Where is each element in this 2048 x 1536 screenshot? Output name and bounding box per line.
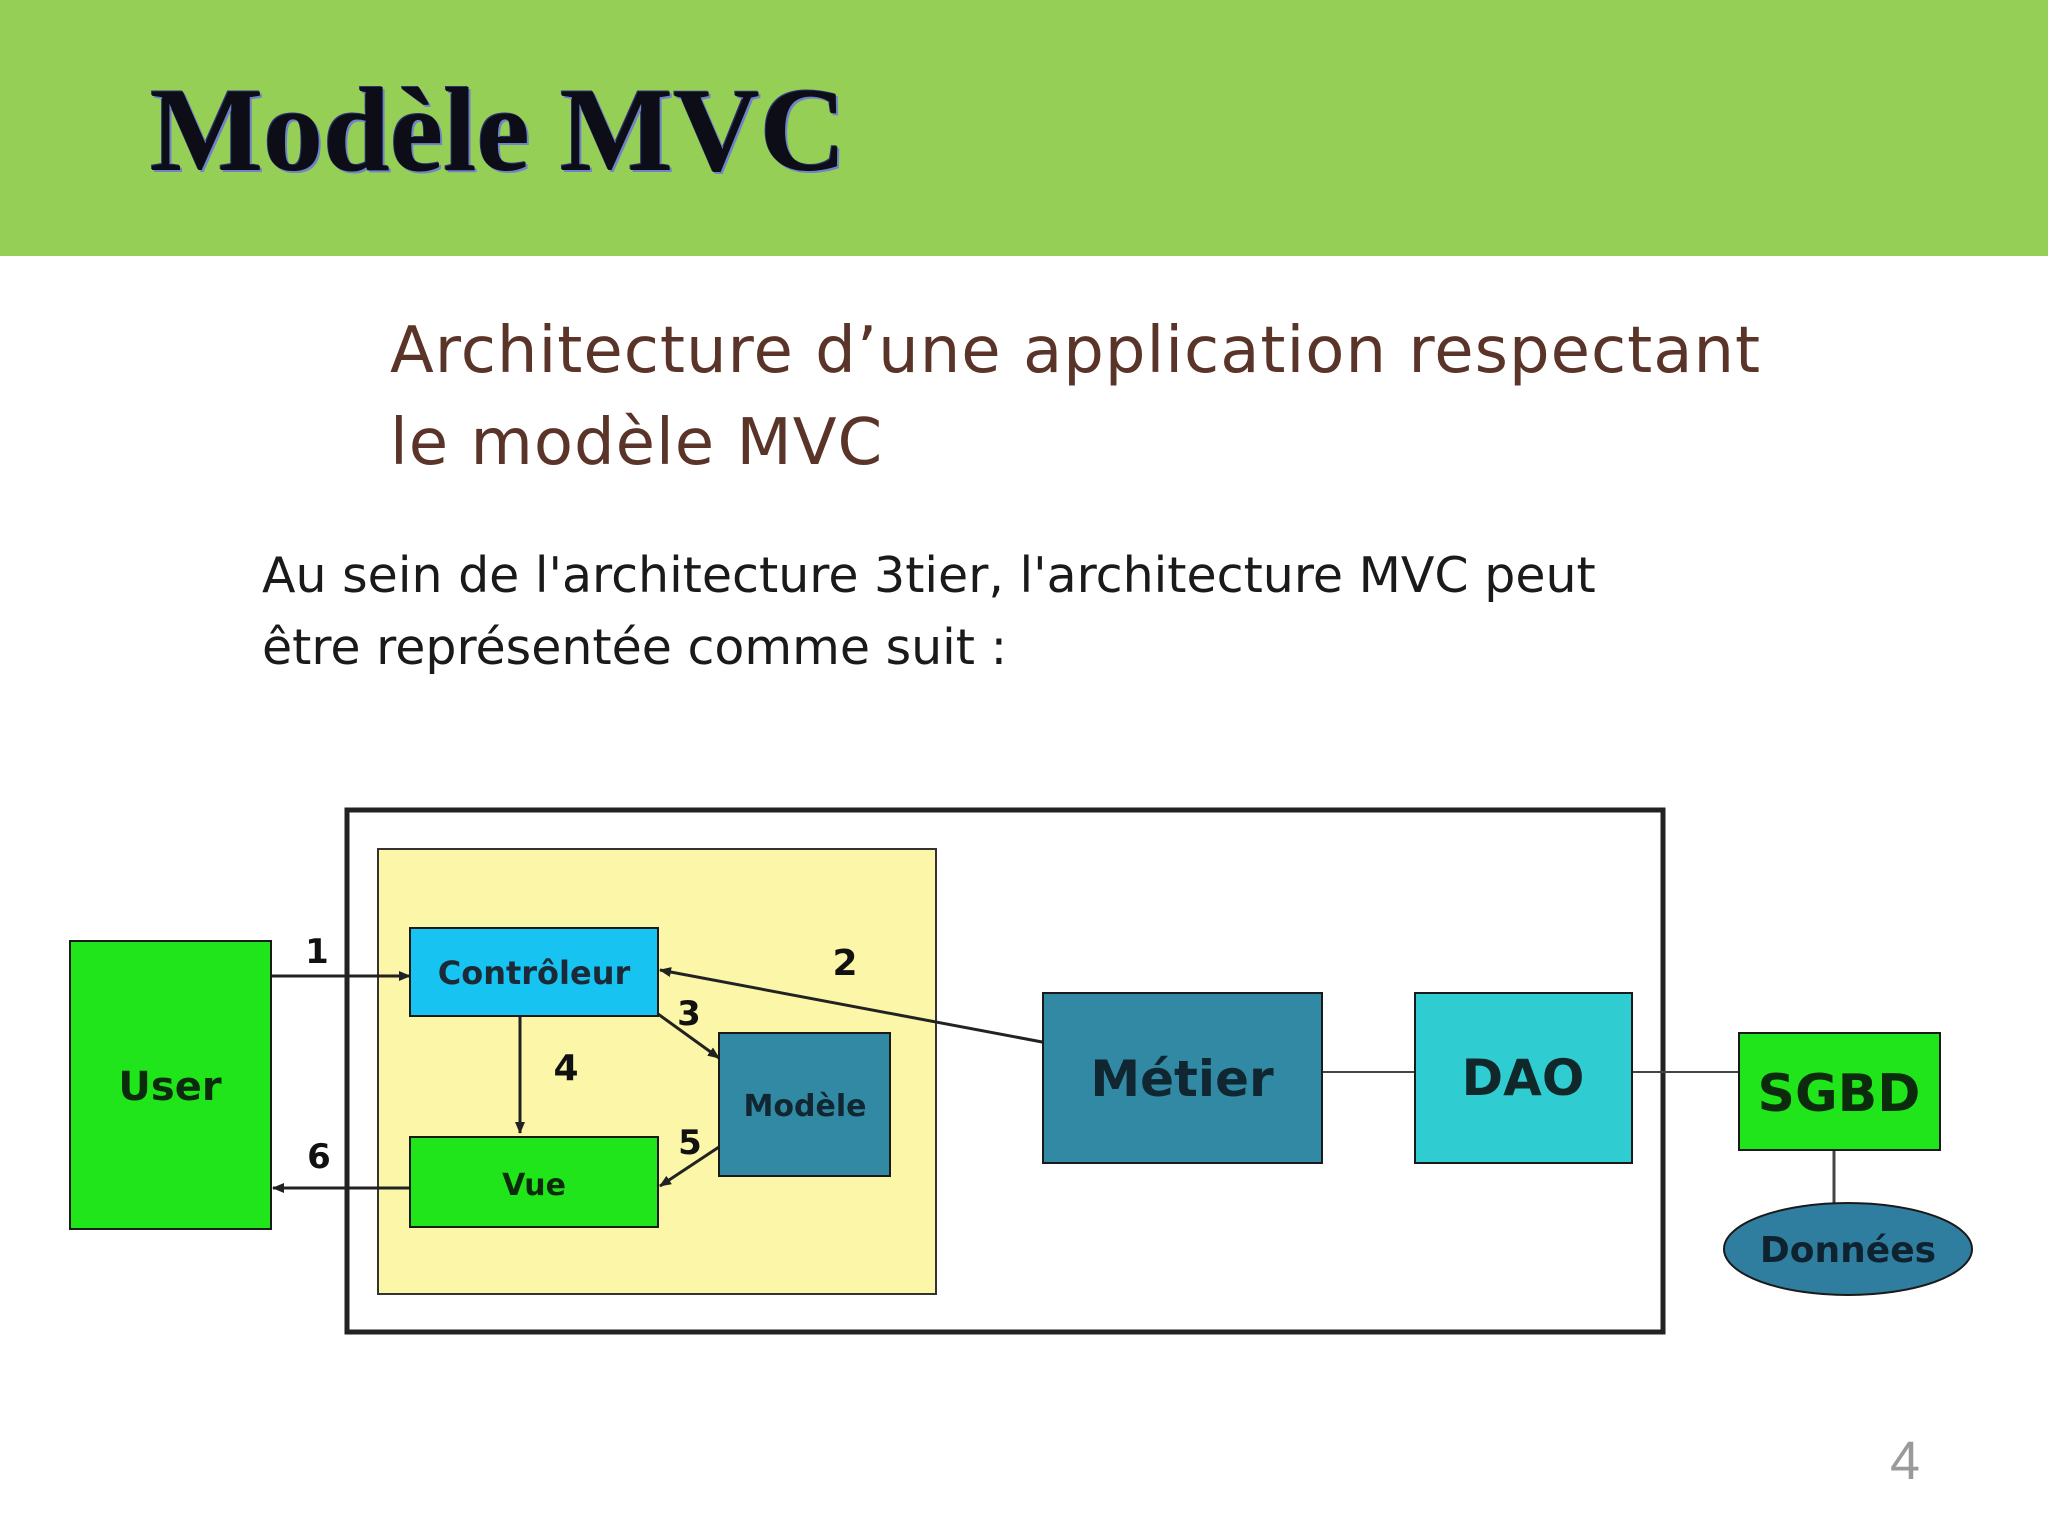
intro-line-1: Au sein de l'architecture 3tier, l'archi… — [262, 547, 1596, 604]
edge-label-5: 5 — [678, 1123, 702, 1163]
edge-label-4: 4 — [553, 1048, 578, 1089]
dao-label: DAO — [1462, 1049, 1585, 1107]
page-number: 4 — [1890, 1431, 1921, 1491]
slide-title: Modèle MVC — [150, 63, 847, 196]
edge-label-6: 6 — [307, 1137, 331, 1177]
arrow-2 — [659, 967, 1059, 1048]
subtitle-line-1: Architecture d’une application respectan… — [390, 314, 1762, 388]
edge-label-1: 1 — [305, 932, 329, 972]
vue-label: Vue — [502, 1168, 566, 1203]
intro-line-2: être représentée comme suit : — [262, 619, 1008, 676]
header-band — [0, 0, 2048, 256]
metier-box — [1042, 992, 1323, 1164]
edge-label-3: 3 — [677, 994, 701, 1034]
user-label: User — [118, 1064, 221, 1110]
subtitle: Architecture d’une application respectan… — [390, 305, 1990, 489]
sgbd-label: SGBD — [1758, 1064, 1921, 1124]
vue-box — [409, 1136, 659, 1228]
intro-text: Au sein de l'architecture 3tier, l'archi… — [262, 540, 1912, 684]
arrow-3 — [657, 1012, 720, 1060]
donnees-ellipse — [1723, 1202, 1973, 1296]
dao-box — [1414, 992, 1633, 1164]
controleur-label: Contrôleur — [438, 954, 631, 992]
controleur-box — [409, 927, 659, 1017]
sgbd-box — [1738, 1032, 1941, 1151]
edge-label-2: 2 — [832, 943, 857, 984]
arrow-5 — [659, 1145, 720, 1188]
donnees-label: Données — [1760, 1230, 1936, 1271]
user-box — [69, 940, 272, 1230]
metier-label: Métier — [1090, 1050, 1274, 1108]
subtitle-line-2: le modèle MVC — [390, 406, 884, 480]
modele-label: Modèle — [744, 1089, 867, 1124]
modele-box — [718, 1032, 891, 1177]
